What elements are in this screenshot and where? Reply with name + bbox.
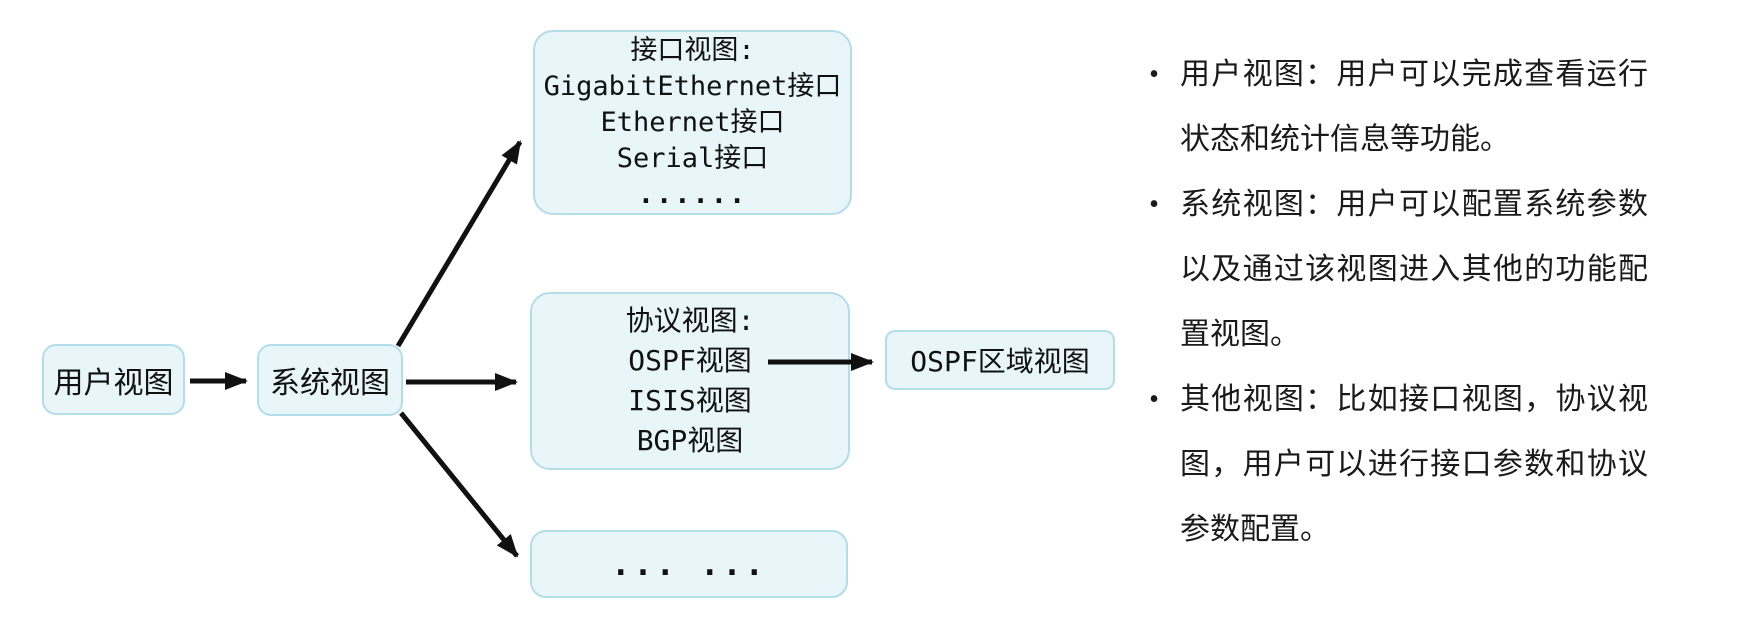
bullet-icon: • [1149, 189, 1159, 220]
system-view-label: 系统视图 [270, 366, 390, 401]
interface-view-line: Ethernet接口 [600, 106, 785, 138]
protocol-view-title: 协议视图: [625, 304, 755, 337]
system-view-box: 系统视图 [257, 344, 403, 416]
arrow-system-to-other-icon [399, 411, 519, 558]
note-item-other-views: • 其他视图：比如接口视图，协议视图，用户可以进行接口参数和协议参数配置。 [1128, 367, 1648, 562]
note-text-other-views: 其他视图：比如接口视图，协议视图，用户可以进行接口参数和协议参数配置。 [1180, 383, 1648, 546]
ospf-area-view-label: OSPF区域视图 [910, 345, 1090, 378]
interface-view-line: GigabitEthernet接口 [543, 70, 842, 102]
other-views-label: ... ... [611, 545, 767, 583]
protocol-view-line-isis: ISIS视图 [628, 384, 752, 417]
arrow-system-to-interface-icon [395, 140, 523, 348]
protocol-view-line-bgp: BGP视图 [636, 424, 744, 457]
other-views-box: ... ... [530, 530, 848, 598]
interface-view-box: 接口视图: GigabitEthernet接口 Ethernet接口 Seria… [533, 30, 852, 215]
bullet-icon: • [1149, 384, 1159, 415]
notes-list: • 用户视图：用户可以完成查看运行状态和统计信息等功能。 • 系统视图：用户可以… [1128, 42, 1648, 562]
protocol-view-box: 协议视图: OSPF视图 ISIS视图 BGP视图 [530, 292, 850, 470]
interface-view-ellipsis: ...... [637, 178, 748, 210]
interface-view-line: Serial接口 [616, 142, 769, 174]
note-text-system-view: 系统视图：用户可以配置系统参数以及通过该视图进入其他的功能配置视图。 [1180, 188, 1648, 351]
protocol-view-line-ospf: OSPF视图 [628, 344, 752, 377]
note-item-system-view: • 系统视图：用户可以配置系统参数以及通过该视图进入其他的功能配置视图。 [1128, 172, 1648, 367]
user-view-label: 用户视图 [53, 365, 174, 401]
interface-view-title: 接口视图: [630, 34, 755, 66]
note-text-user-view: 用户视图：用户可以完成查看运行状态和统计信息等功能。 [1180, 58, 1648, 156]
ospf-area-view-box: OSPF区域视图 [885, 330, 1115, 390]
note-item-user-view: • 用户视图：用户可以完成查看运行状态和统计信息等功能。 [1128, 42, 1648, 172]
user-view-box: 用户视图 [42, 344, 185, 415]
bullet-icon: • [1149, 59, 1159, 90]
